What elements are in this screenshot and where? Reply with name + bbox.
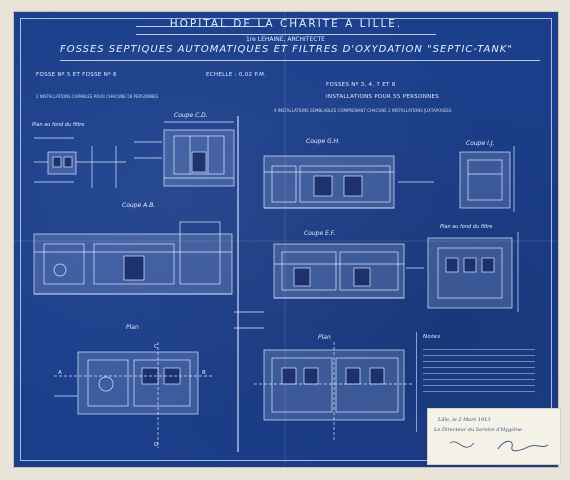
technical-drawings	[33, 116, 519, 452]
drawing-plan-filtre-left	[34, 137, 126, 188]
right-description: 4 INSTALLATIONS SEMBLABLES COMPRENANT CH…	[274, 108, 452, 113]
label-plan-left: Plan	[126, 324, 139, 331]
annotation-marks	[134, 141, 434, 329]
title-rule-left	[136, 26, 266, 27]
drawing-plan-left	[54, 342, 214, 448]
signature-stamp: Lille, le 2 Mars 1913 Le Directeur du Se…	[427, 408, 561, 465]
sheet-border	[20, 18, 552, 461]
architect-line: 1re LEHAINE, ARCHITECTE	[246, 36, 325, 43]
label-coupe-cd: Coupe C.D.	[174, 112, 208, 119]
drawing-plan-filtre-right	[427, 232, 519, 312]
label-plan-right: Plan	[318, 334, 331, 341]
left-heading: FOSSE Nº 5 ET FOSSE Nº 6	[36, 72, 117, 78]
drawing-coupe-cd	[163, 121, 235, 187]
paper-fold	[14, 240, 558, 242]
title-underline	[136, 34, 436, 35]
notes-heading: Notes	[423, 334, 441, 340]
main-title-rule	[60, 60, 540, 61]
paper-fold	[284, 12, 286, 467]
drawing-coupe-ij	[459, 146, 515, 212]
signature-date: Lille, le 2 Mars 1913	[438, 417, 491, 423]
section-letter-a: A	[58, 370, 63, 376]
label-coupe-ab: Coupe A.B.	[122, 202, 156, 209]
sheet-title: HOPITAL DE LA CHARITE A LILLE.	[169, 18, 403, 30]
signature-title: Le Directeur du Service d'Hygiène	[434, 427, 523, 433]
section-letter-c: C	[154, 344, 159, 350]
section-letter-d: D	[154, 442, 159, 448]
handwritten-signature	[449, 440, 549, 452]
drawing-coupe-ef	[273, 243, 405, 299]
label-coupe-ef: Coupe E.F.	[304, 230, 336, 237]
notes-panel: Notes	[416, 332, 545, 432]
blueprint-sheet: HOPITAL DE LA CHARITE A LILLE. 1re LEHAI…	[14, 12, 561, 467]
drawing-coupe-gh	[263, 155, 395, 209]
scale-label: ECHELLE : 0,02 P.M.	[206, 72, 267, 78]
left-description: 2 INSTALLATIONS CAPABLES POUR CHACUNE 56…	[36, 94, 159, 99]
right-subheading: INSTALLATIONS POUR 55 PERSONNES	[326, 94, 440, 100]
drawing-plan-right	[254, 342, 414, 442]
main-title: FOSSES SEPTIQUES AUTOMATIQUES ET FILTRES…	[60, 44, 513, 55]
drawing-coupe-ab	[33, 221, 233, 295]
label-coupe-gh: Coupe G.H.	[306, 138, 341, 145]
section-letter-b: B	[202, 370, 207, 376]
label-plan-filtre-right: Plan au fond du filtre	[440, 224, 493, 230]
label-coupe-ij: Coupe I.J.	[466, 140, 495, 147]
label-plan-filtre-left: Plan au fond du filtre	[32, 122, 85, 128]
right-heading: FOSSES Nº 3, 4, 7 ET 8	[326, 82, 396, 88]
